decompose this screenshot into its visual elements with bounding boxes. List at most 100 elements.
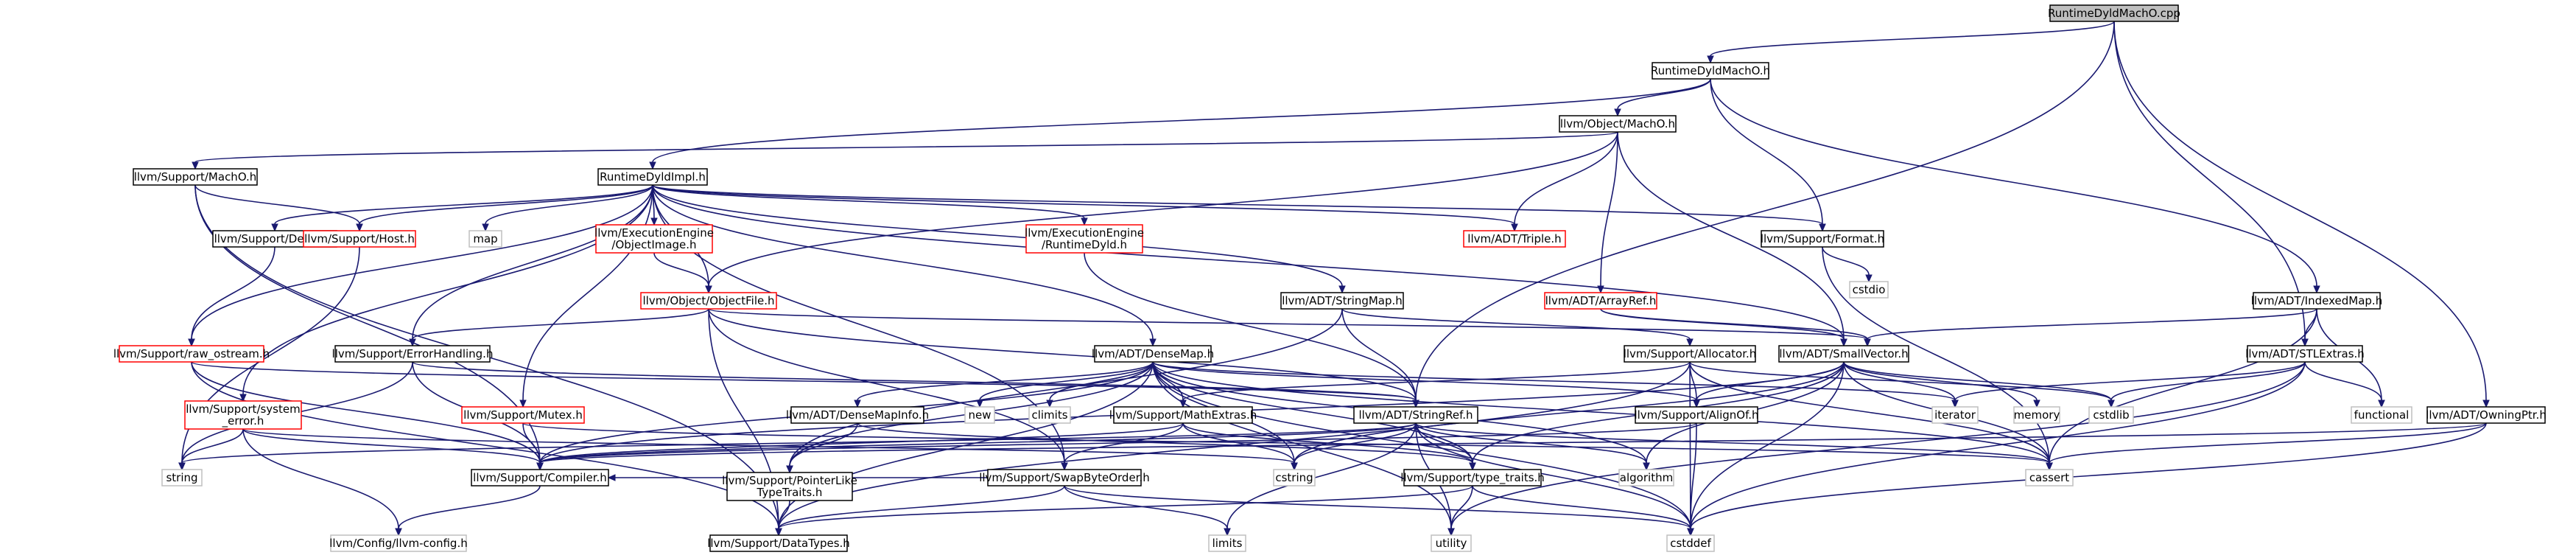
include-edge-objfile-to-errh xyxy=(412,308,709,340)
node-arrayref[interactable]: llvm/ADT/ArrayRef.h xyxy=(1544,292,1657,310)
node-rawos[interactable]: llvm/Support/raw_ostream.h xyxy=(113,345,270,363)
arrowhead-alloc-to-mathex xyxy=(1179,400,1187,408)
include-edge-format-to-cstdio xyxy=(1822,246,1870,276)
node-functional: functional xyxy=(2351,406,2412,424)
node-box-memory xyxy=(2013,406,2060,424)
node-objimage[interactable]: llvm/ExecutionEngine/ObjectImage.h xyxy=(594,224,714,254)
node-typetraits[interactable]: llvm/Support/type_traits.h xyxy=(1400,469,1545,486)
node-box-llvmconfig xyxy=(330,534,467,552)
include-edge-mathex-to-typetraits xyxy=(1182,422,1473,464)
node-box-mutex xyxy=(461,406,585,424)
arrowhead-stlext-to-iterator xyxy=(1951,400,1959,408)
node-rdimpl[interactable]: RuntimeDyldImpl.h xyxy=(597,168,708,186)
include-edge-stlext-to-iterator xyxy=(1954,361,2306,401)
node-mutex[interactable]: llvm/Support/Mutex.h xyxy=(461,406,585,424)
include-edge-rdimpl-to-densemap xyxy=(652,184,1154,340)
node-host[interactable]: llvm/Support/Host.h xyxy=(303,230,416,248)
include-edge-syserr-to-llvmconfig xyxy=(242,428,399,529)
node-objfile[interactable]: llvm/Object/ObjectFile.h xyxy=(640,292,777,310)
arrowhead-smallvec-to-alignof xyxy=(1693,400,1700,408)
include-edge-alloc-to-cassert xyxy=(1689,361,2050,464)
include-edge-arrayref-to-vector xyxy=(1600,308,1868,340)
node-label-mutex: llvm/Support/Mutex.h xyxy=(463,408,583,422)
node-sup_macho[interactable]: llvm/Support/MachO.h xyxy=(133,168,258,186)
node-label-swapbyte: llvm/Support/SwapByteOrder.h xyxy=(979,471,1150,484)
node-obj_macho[interactable]: llvm/Object/MachO.h xyxy=(1559,115,1677,133)
node-dmapinfo[interactable]: llvm/ADT/DenseMapInfo.h xyxy=(786,406,929,424)
node-box-rawos xyxy=(119,345,264,363)
node-box-rtdyld xyxy=(1025,224,1143,254)
include-edge-stlext-to-functional xyxy=(2304,361,2382,401)
node-alloc[interactable]: llvm/Support/Allocator.h xyxy=(1624,345,1757,363)
node-syserr[interactable]: llvm/Support/system_error.h xyxy=(184,400,302,430)
node-rdmo_h[interactable]: RuntimeDyldMachO.h xyxy=(1651,62,1770,80)
include-edge-strmap-to-strref xyxy=(1341,308,1417,401)
dependency-edges xyxy=(181,21,2487,529)
include-edge-swapbyte-to-datatypes xyxy=(778,485,1065,529)
node-datatypes[interactable]: llvm/Support/DataTypes.h xyxy=(707,534,850,552)
node-cstddef: cstddef xyxy=(1666,534,1715,552)
include-edge-debug-to-rawos xyxy=(191,246,276,340)
include-edge-root-to-stlext xyxy=(2113,21,2306,340)
include-edge-strref-to-limits xyxy=(1226,422,1417,529)
arrowhead-owningptr-to-compiler xyxy=(536,462,544,471)
node-smallvec[interactable]: llvm/ADT/SmallVector.h xyxy=(1778,345,1909,363)
arrowhead-rdimpl-to-rtdyld xyxy=(1081,217,1088,226)
arrowhead-obj_macho-to-sup_macho xyxy=(192,161,199,170)
arrowhead-rdimpl-to-objimage xyxy=(650,217,658,226)
node-idxmap[interactable]: llvm/ADT/IndexedMap.h xyxy=(2251,292,2382,310)
arrowhead-dmapinfo-to-ptrlike xyxy=(786,465,793,474)
node-root[interactable]: RuntimeDyldMachO.cpp xyxy=(2048,4,2180,22)
arrowhead-rdmo_h-to-obj_macho xyxy=(1614,108,1621,117)
include-edge-typetraits-to-cstddef xyxy=(1472,485,1691,529)
node-errh[interactable]: llvm/Support/ErrorHandling.h xyxy=(332,345,494,363)
node-rtdyld[interactable]: llvm/ExecutionEngine/RuntimeDyld.h xyxy=(1025,224,1144,254)
arrowhead-errh-to-strref xyxy=(1412,400,1419,408)
include-edge-sup_macho-to-host xyxy=(194,184,360,225)
node-box-dmapinfo xyxy=(790,406,924,424)
include-edge-mathex-to-cstring xyxy=(1182,422,1295,464)
arrowhead-rdimpl-to-map xyxy=(482,223,489,232)
include-edge-densemap-to-cassert xyxy=(1152,361,2050,464)
include-edge-densemap-to-climits xyxy=(1049,361,1154,401)
include-edge-smallvec-to-cstddef xyxy=(1690,361,1845,529)
include-edge-rdmo_h-to-obj_macho xyxy=(1617,78,1711,110)
include-edge-rdmo_h-to-idxmap xyxy=(1710,78,2317,287)
include-edge-owningptr-to-compiler xyxy=(539,422,2487,464)
node-memory: memory xyxy=(2013,406,2060,424)
node-stlext[interactable]: llvm/ADT/STLExtras.h xyxy=(2245,345,2365,363)
node-label-climits: climits xyxy=(1031,408,1067,422)
node-cassert: cassert xyxy=(2025,469,2074,486)
node-strref[interactable]: llvm/ADT/StringRef.h xyxy=(1353,406,1478,424)
node-swapbyte[interactable]: llvm/Support/SwapByteOrder.h xyxy=(979,469,1150,486)
include-edge-owningptr-to-cassert xyxy=(2049,422,2487,464)
node-iterator: iterator xyxy=(1931,406,1979,424)
node-string: string xyxy=(161,469,203,486)
node-strmap[interactable]: llvm/ADT/StringMap.h xyxy=(1280,292,1404,310)
include-edge-stlext-to-cstdlib xyxy=(2110,361,2306,401)
node-densemap[interactable]: llvm/ADT/DenseMap.h xyxy=(1092,345,1214,363)
node-label-llvmconfig: llvm/Config/llvm-config.h xyxy=(329,537,467,550)
node-box-compiler xyxy=(471,469,609,486)
node-owningptr[interactable]: llvm/ADT/OwningPtr.h xyxy=(2426,406,2547,424)
node-box-new xyxy=(964,406,995,424)
node-label-stlext: llvm/ADT/STLExtras.h xyxy=(2245,347,2365,360)
include-edge-ptrlike-to-datatypes xyxy=(778,500,790,529)
node-label-compiler: llvm/Support/Compiler.h xyxy=(473,471,607,484)
node-label-strref: llvm/ADT/StringRef.h xyxy=(1358,408,1473,422)
node-compiler[interactable]: llvm/Support/Compiler.h xyxy=(471,469,609,486)
node-llvmconfig: llvm/Config/llvm-config.h xyxy=(329,534,468,552)
include-edge-idxmap-to-vector xyxy=(1867,308,2317,340)
node-box-string xyxy=(161,469,203,486)
node-mathex[interactable]: llvm/Support/MathExtras.h xyxy=(1109,406,1257,424)
node-triple[interactable]: llvm/ADT/Triple.h xyxy=(1463,230,1566,248)
node-box-syserr xyxy=(184,400,302,430)
node-label-map: map xyxy=(473,232,497,245)
node-format[interactable]: llvm/Support/Format.h xyxy=(1761,230,1884,248)
include-edge-owningptr-to-cstddef xyxy=(1690,422,2487,529)
arrowhead-objfile-to-errh xyxy=(409,338,416,347)
node-box-idxmap xyxy=(2253,292,2381,310)
node-alignof[interactable]: llvm/Support/AlignOf.h xyxy=(1634,406,1759,424)
